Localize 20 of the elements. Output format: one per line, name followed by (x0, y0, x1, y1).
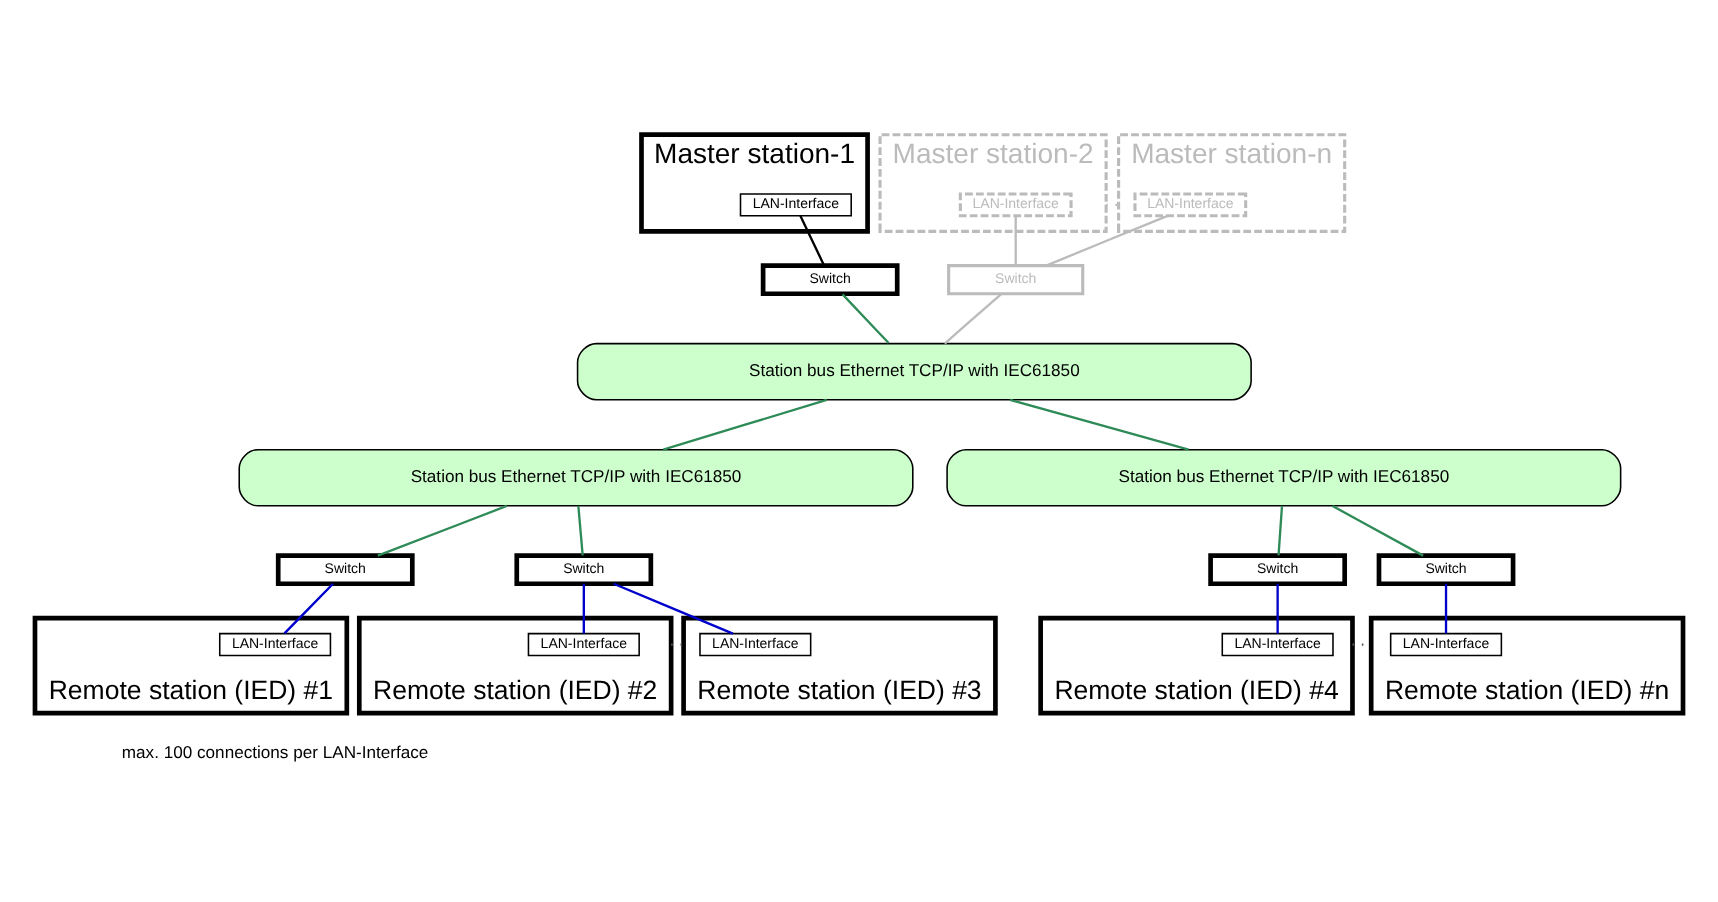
label: max. 100 connections per LAN-Interface (121, 741, 429, 762)
connector (1106, 202, 1119, 206)
connector (1276, 582, 1279, 633)
connector (1331, 503, 1424, 556)
connector (582, 582, 585, 633)
connector (283, 581, 334, 634)
connector (841, 292, 890, 343)
node-box: Station bus Ethernet TCP/IP with IEC61850 (576, 341, 1252, 400)
connector (943, 292, 1002, 344)
connector (577, 504, 584, 555)
connector (377, 503, 508, 556)
node-box: Station bus Ethernet TCP/IP with IEC61850 (946, 447, 1622, 506)
connector (1277, 504, 1284, 555)
connector (1014, 214, 1017, 265)
connector (1045, 213, 1168, 266)
connector (662, 397, 828, 450)
connector (613, 581, 734, 634)
connector (1009, 397, 1189, 450)
connector (1444, 582, 1448, 633)
node-box: Station bus Ethernet TCP/IP with IEC61850 (238, 447, 914, 506)
